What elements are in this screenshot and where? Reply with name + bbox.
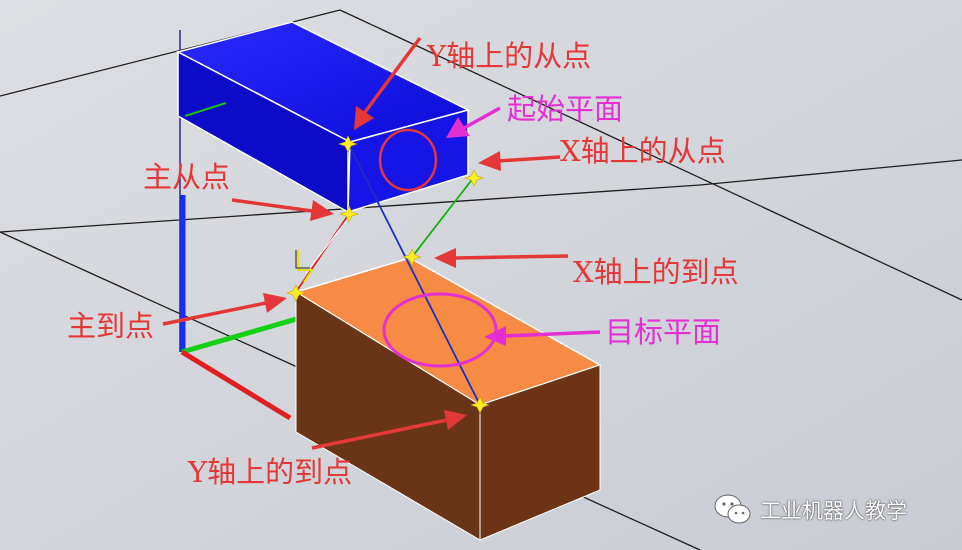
target-plane-highlight [382, 292, 498, 368]
correspondence-lines [295, 142, 481, 406]
label-y-slave-point: Y轴上的从点 [427, 39, 592, 73]
main-arrive-point [286, 284, 306, 302]
watermark-text: 工业机器人教学 [760, 499, 907, 523]
arrow-y-slave [354, 36, 422, 130]
x-slave-point [464, 169, 484, 187]
label-x-arrive-point: X轴上的到点 [573, 255, 739, 289]
y-arrive-point [470, 396, 490, 414]
frame-glyph [297, 250, 314, 283]
start-plane-highlight [378, 128, 438, 192]
frame-glyph-outline [295, 250, 310, 269]
label-main-arrive-point: 主到点 [67, 309, 155, 343]
main-slave-point [339, 205, 359, 223]
label-y-arrive-point: Y轴上的到点 [188, 455, 353, 489]
arrow-x-slave [478, 151, 561, 171]
target-box [294, 257, 602, 541]
arrow-start-plane [446, 106, 501, 138]
wechat-icon [714, 494, 751, 524]
arrow-target-plane [484, 326, 601, 346]
axis-y [180, 349, 292, 421]
y-slave-point [338, 135, 358, 153]
arrow-y-arrive [311, 410, 467, 450]
arrow-main-slave [231, 198, 334, 221]
label-start-plane: 起始平面 [507, 92, 624, 126]
x-arrive-point [402, 248, 422, 266]
label-main-slave-point: 主从点 [143, 160, 231, 194]
axis-x [181, 315, 301, 355]
label-x-slave-point: X轴上的从点 [560, 134, 726, 168]
label-target-plane: 目标平面 [605, 315, 722, 349]
watermark: 工业机器人教学 [712, 492, 907, 528]
point-markers [286, 135, 490, 414]
start-box [175, 21, 471, 214]
arrow-x-arrive [434, 248, 569, 268]
annotation-arrows [162, 36, 601, 450]
arrow-main-arrive [162, 293, 287, 326]
